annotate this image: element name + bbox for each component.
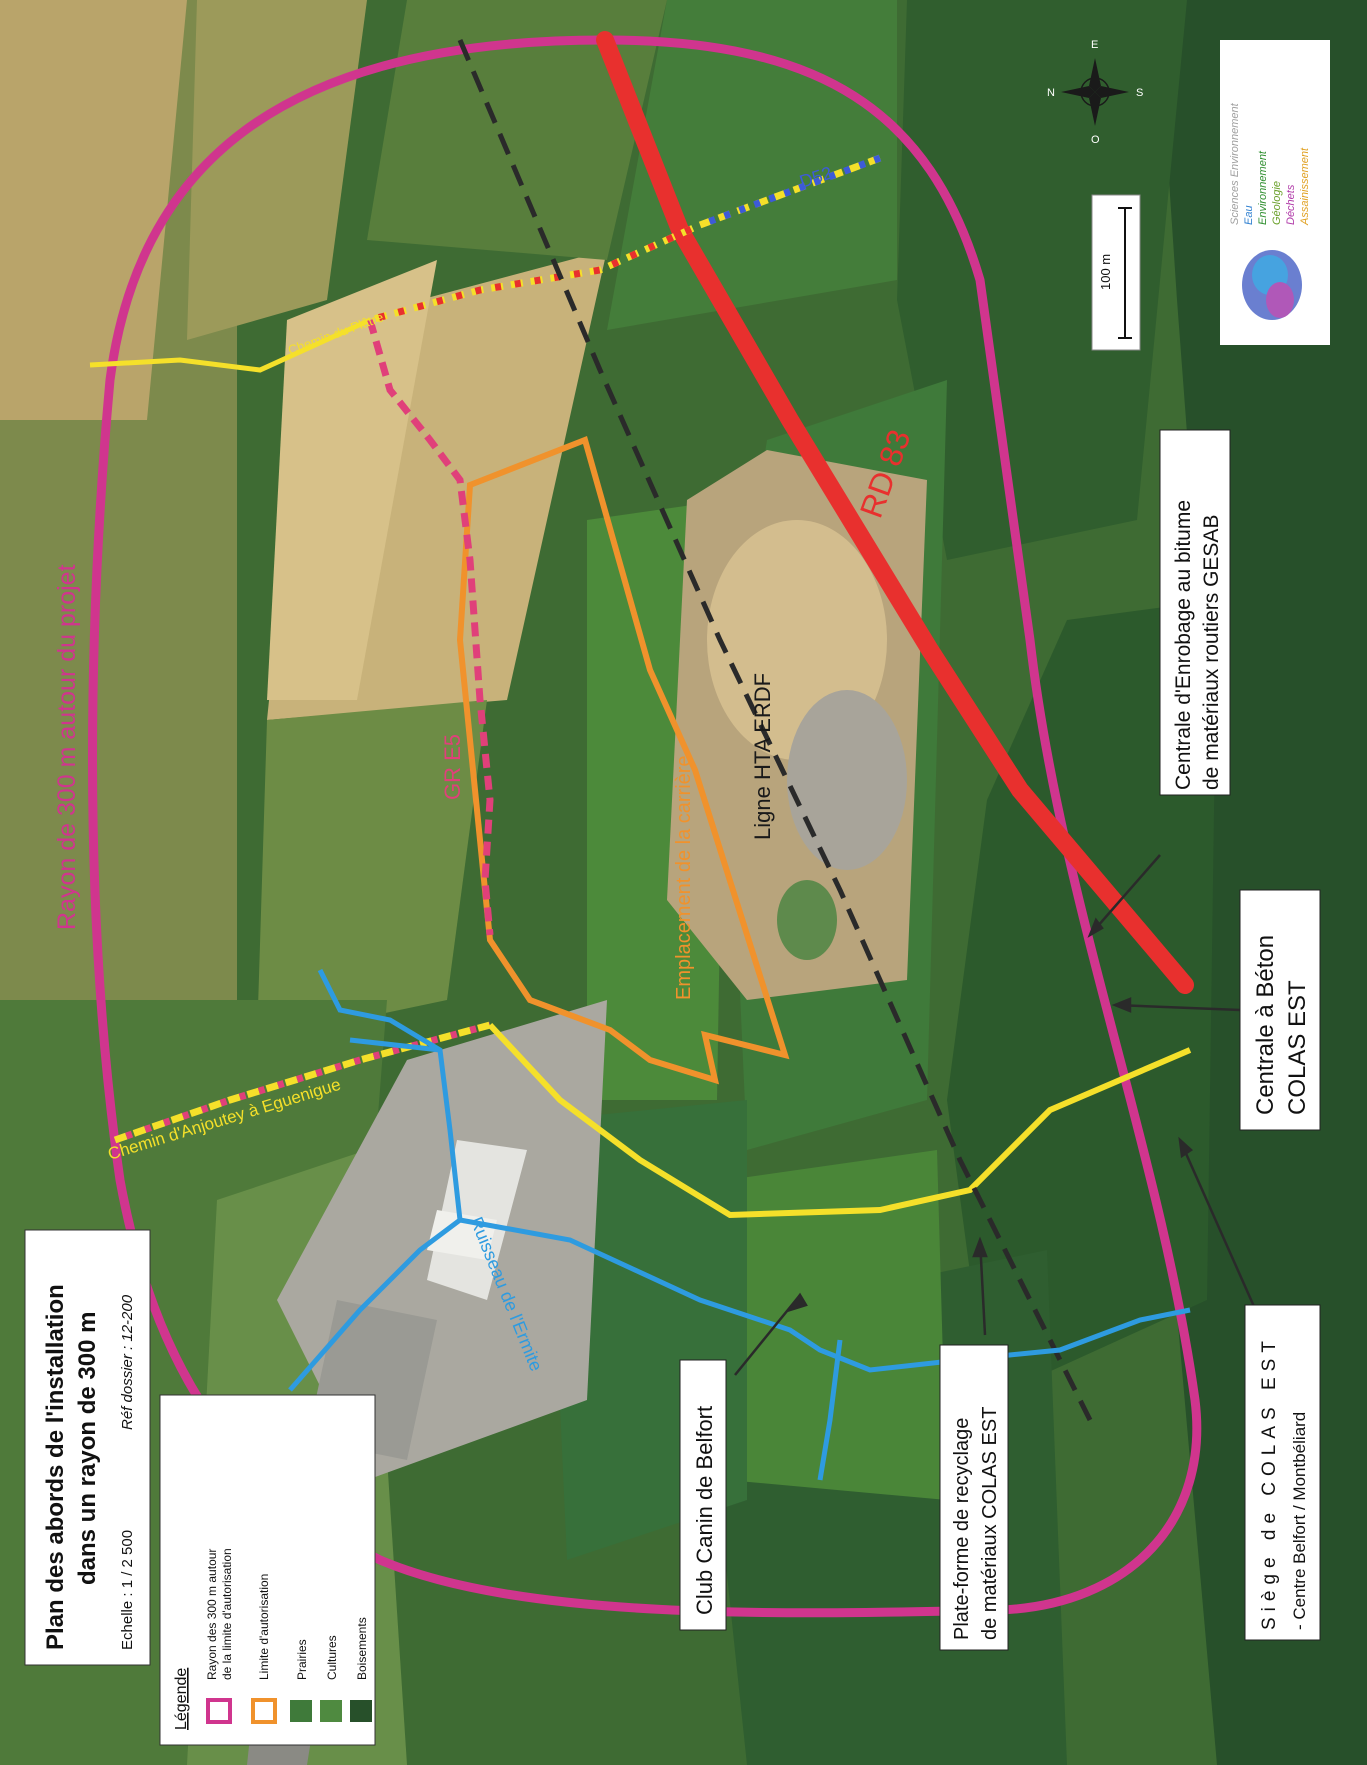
scale-text: Echelle : 1 / 2 500 [119, 1530, 136, 1650]
title-line1: Plan des abords de l'installation [42, 1284, 69, 1650]
label-quarry: Emplacement de la carrière [673, 755, 695, 1000]
label-chemin-anjoutey: Chemin d'Anjoutey à Eguenigue [106, 1075, 343, 1164]
centrale-enrobage-label-2: de matériaux routiers GESAB [1200, 515, 1223, 790]
legend-title: Légende [173, 1668, 190, 1730]
scale-bar-label: 100 m [1098, 254, 1113, 290]
title-block: Plan des abords de l'installation dans u… [24, 1229, 151, 1666]
stream-ruisseau [288, 968, 1191, 1481]
scale-bar: 100 m [1091, 194, 1141, 351]
compass-n: N [1047, 87, 1055, 99]
legend-swatch-cultures [320, 1700, 342, 1722]
legend-swatch-prairies [290, 1700, 312, 1722]
centrale-enrobage-label-1: Centrale d'Enrobage au bitume [1172, 500, 1195, 790]
logo-line4: Géologie [1271, 181, 1283, 225]
legend-block: Légende Rayon des 300 m autour de la lim… [159, 1394, 376, 1746]
compass-s: S [1136, 87, 1143, 99]
legend-item-cultures: Cultures [325, 1635, 339, 1680]
legend-item-prairies: Prairies [295, 1639, 309, 1680]
legend-swatch-radius [206, 1698, 232, 1724]
compass-rose [1061, 58, 1129, 126]
logo-line6: Assainissement [1299, 147, 1311, 226]
plateforme-label-1: Plate-forme de recyclage [951, 1418, 973, 1640]
centrale-beton-label-2: COLAS EST [1284, 980, 1311, 1115]
ref-text: Réf dossier : 12-200 [119, 1294, 136, 1430]
label-gr5: GR E5 [440, 734, 465, 800]
title-line2: dans un rayon de 300 m [74, 1312, 101, 1585]
callout-plateforme: Plate-forme de recyclage de matériaux CO… [939, 1344, 1009, 1651]
siege-label-2: - Centre Belfort / Montbéliard [1290, 1412, 1309, 1630]
callout-siege: Siège de COLAS EST - Centre Belfort / Mo… [1244, 1304, 1321, 1641]
label-ruisseau: Ruisseau de l'Ermite [466, 1214, 546, 1374]
logo-line5: Déchets [1285, 184, 1297, 225]
legend-swatch-authorization [251, 1698, 277, 1724]
radius-300m-outline [88, 35, 1202, 1618]
callout-centrale-beton: Centrale à Béton COLAS EST [1239, 889, 1321, 1131]
trail-gr-e5 [366, 319, 494, 936]
compass-e: E [1091, 39, 1098, 51]
label-hta: Ligne HTA ERDF [750, 673, 775, 840]
logo-line1: Sciences Environnement [1229, 102, 1241, 225]
label-radius: Rayon de 300 m autour du projet [53, 564, 81, 930]
plateforme-label-2: de matériaux COLAS EST [979, 1407, 1001, 1640]
legend-item-authorization: Limite d'autorisation [257, 1574, 271, 1680]
label-rd83: RD 83 [853, 425, 918, 523]
callout-centrale-enrobage: Centrale d'Enrobage au bitume de matéria… [1159, 429, 1231, 796]
lower-yellow-path [487, 1022, 1192, 1219]
legend-item-radius-2: de la limite d'autorisation [220, 1548, 234, 1680]
authorization-limit-outline [456, 436, 790, 1085]
callout-arrows [734, 854, 1262, 1376]
road-rd83 [596, 31, 1194, 994]
logo-line2: Eau [1243, 205, 1255, 225]
siege-label-1: Siège de COLAS EST [1259, 1335, 1280, 1630]
legend-swatch-boisements [350, 1700, 372, 1722]
centrale-beton-label-1: Centrale à Béton [1252, 935, 1279, 1115]
compass-o: O [1091, 134, 1100, 146]
legend-item-radius-1: Rayon des 300 m autour [205, 1549, 219, 1680]
company-logo: Sciences Environnement Eau Environnement… [1220, 40, 1330, 345]
logo-line3: Environnement [1257, 150, 1269, 225]
callout-club-canin: Club Canin de Belfort [679, 1359, 727, 1631]
legend-item-boisements: Boisements [355, 1617, 369, 1680]
club-canin-label: Club Canin de Belfort [692, 1406, 717, 1615]
hta-erdf-line [457, 39, 1093, 1422]
chemin-du-platre-line [89, 317, 372, 373]
label-d52: D52 [797, 163, 835, 192]
